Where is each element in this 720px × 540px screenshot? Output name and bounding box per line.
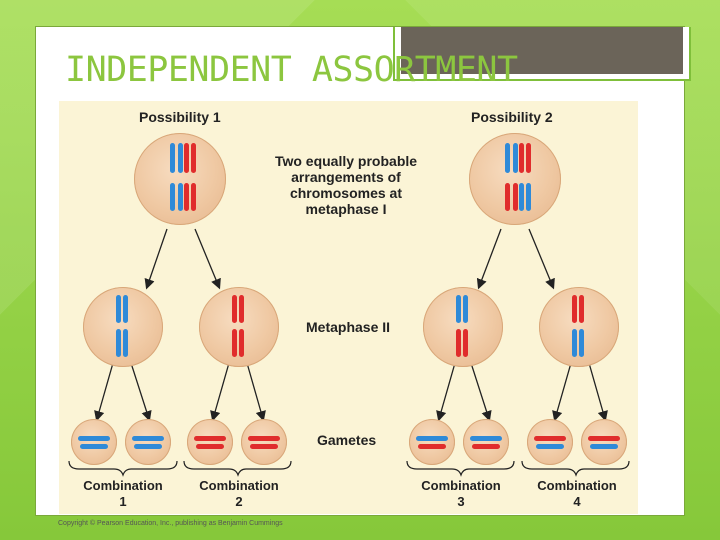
header-tab-fill <box>401 27 683 74</box>
chromosome-blue <box>579 329 584 357</box>
chromosome-red <box>184 183 189 211</box>
chromosome-blue <box>513 143 518 173</box>
chromosome-blue <box>116 329 121 357</box>
metaphase-1-cell-possibility-1 <box>134 133 226 225</box>
chromosome-blue <box>178 183 183 211</box>
chromosome-blue <box>78 436 110 441</box>
combination-2-label: Combination 2 <box>187 478 291 510</box>
chromosome-blue <box>456 295 461 323</box>
metaphase-2-cell-2 <box>199 287 279 367</box>
combination-1-word: Combination <box>83 478 163 493</box>
arrows-layer <box>68 228 630 477</box>
chromosome-red <box>191 183 196 211</box>
gamete-7 <box>527 419 573 465</box>
combination-2-number: 2 <box>235 494 243 509</box>
chromosome-blue <box>170 183 175 211</box>
metaphase-1-cell-possibility-2 <box>469 133 561 225</box>
gamete-5 <box>409 419 455 465</box>
gamete-2 <box>125 419 171 465</box>
chromosome-red <box>196 444 224 449</box>
label-possibility-1: Possibility 1 <box>139 109 221 125</box>
chromosome-red <box>588 436 620 441</box>
combination-4-number: 4 <box>573 494 581 509</box>
chromosome-blue <box>170 143 175 173</box>
chromosome-red <box>572 295 577 323</box>
combination-1-number: 1 <box>119 494 127 509</box>
chromosome-blue <box>470 436 502 441</box>
header-tab <box>393 27 691 81</box>
chromosome-blue <box>416 436 448 441</box>
chromosome-red <box>526 143 531 173</box>
chromosome-blue <box>123 295 128 323</box>
gamete-6 <box>463 419 509 465</box>
combination-2-word: Combination <box>199 478 279 493</box>
chromosome-red <box>232 329 237 357</box>
chromosome-blue <box>590 444 618 449</box>
chromosome-red <box>194 436 226 441</box>
chromosome-blue <box>519 183 524 211</box>
gamete-4 <box>241 419 287 465</box>
label-arrangements: Two equally probable arrangements of chr… <box>274 153 418 217</box>
combination-3-label: Combination 3 <box>409 478 513 510</box>
chromosome-red <box>463 329 468 357</box>
slide-title: INDEPENDENT ASSORTMENT <box>65 50 518 90</box>
chromosome-red <box>239 329 244 357</box>
chromosome-red <box>232 295 237 323</box>
combination-3-word: Combination <box>421 478 501 493</box>
assortment-figure: Possibility 1 Possibility 2 Two equally … <box>59 101 638 514</box>
chromosome-red <box>239 295 244 323</box>
label-metaphase-2: Metaphase II <box>306 319 391 335</box>
chromosome-red <box>519 143 524 173</box>
copyright-note: Copyright © Pearson Education, Inc., pub… <box>58 520 283 527</box>
chromosome-red <box>513 183 518 211</box>
gamete-1 <box>71 419 117 465</box>
chromosome-blue <box>116 295 121 323</box>
label-gametes: Gametes <box>317 432 377 448</box>
chromosome-red <box>579 295 584 323</box>
chromosome-red <box>534 436 566 441</box>
chromosome-blue <box>134 444 162 449</box>
chromosome-blue <box>123 329 128 357</box>
chromosome-blue <box>132 436 164 441</box>
chromosome-red <box>184 143 189 173</box>
chromosome-blue <box>80 444 108 449</box>
chromosome-red <box>472 444 500 449</box>
chromosome-red <box>505 183 510 211</box>
metaphase-2-cell-4 <box>539 287 619 367</box>
combination-4-word: Combination <box>537 478 617 493</box>
chromosome-red <box>456 329 461 357</box>
chromosome-red <box>418 444 446 449</box>
combination-3-number: 3 <box>457 494 465 509</box>
label-possibility-2: Possibility 2 <box>471 109 553 125</box>
chromosome-blue <box>463 295 468 323</box>
chromosome-red <box>250 444 278 449</box>
chromosome-blue <box>505 143 510 173</box>
chromosome-blue <box>526 183 531 211</box>
chromosome-blue <box>536 444 564 449</box>
metaphase-2-cell-3 <box>423 287 503 367</box>
chromosome-blue <box>572 329 577 357</box>
combination-1-label: Combination 1 <box>71 478 175 510</box>
gamete-3 <box>187 419 233 465</box>
chromosome-blue <box>178 143 183 173</box>
chromosome-red <box>191 143 196 173</box>
combination-4-label: Combination 4 <box>525 478 629 510</box>
metaphase-2-cell-1 <box>83 287 163 367</box>
gamete-8 <box>581 419 627 465</box>
chromosome-red <box>248 436 280 441</box>
